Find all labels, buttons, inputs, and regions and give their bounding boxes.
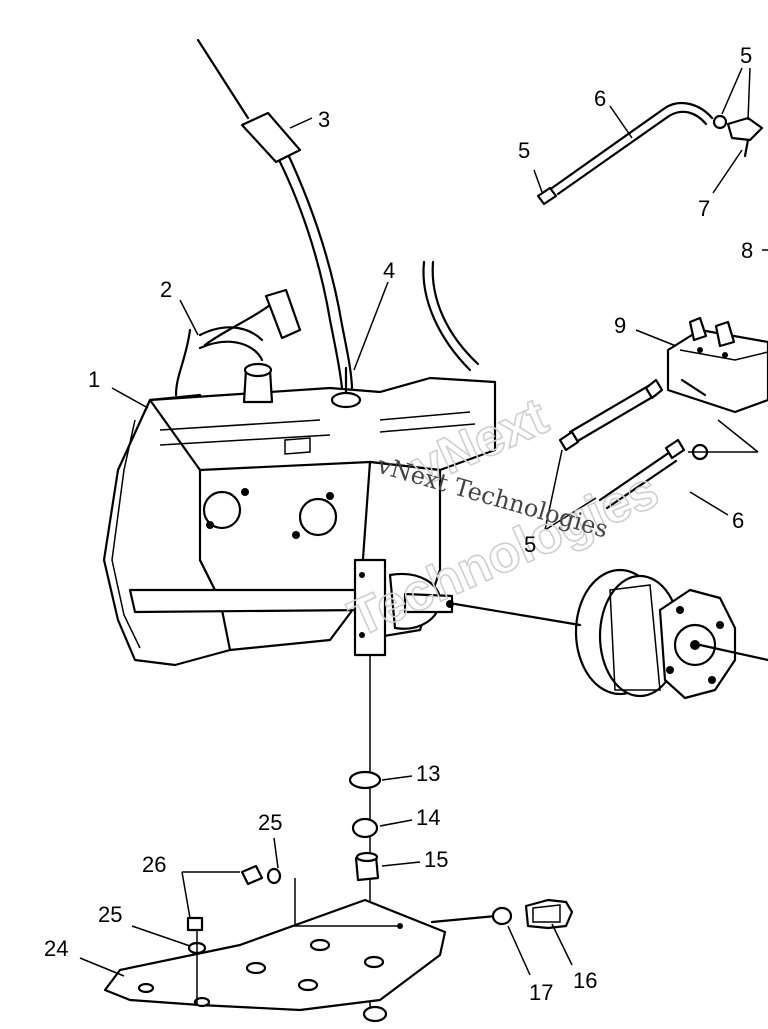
callout-6-top: 6 [594,86,606,111]
bolt-hardware [430,898,574,930]
callout-1: 1 [88,367,100,392]
callout-9: 9 [614,313,626,338]
callout-14: 14 [416,805,440,830]
callout-3: 3 [318,107,330,132]
callout-13: 13 [416,761,440,786]
callout-25-a: 25 [258,810,282,835]
drive-clutch [453,568,768,700]
callout-25-b: 25 [98,902,122,927]
callout-16: 16 [573,968,597,993]
callout-17: 17 [529,980,553,1005]
engine-assembly [102,362,497,667]
callout-2: 2 [160,277,172,302]
callout-4: 4 [383,258,395,283]
callout-24: 24 [44,936,68,961]
fuel-pump [666,316,768,414]
callout-5-mid: 5 [524,532,536,557]
mount-plate [103,864,447,1023]
spark-plug-wire [174,288,302,397]
callout-15: 15 [424,847,448,872]
callout-7: 7 [698,196,710,221]
fuel-line-assembly [536,101,764,206]
leader-lines [79,67,768,977]
callout-5-top-right: 5 [740,43,752,68]
callout-6-mid: 6 [732,508,744,533]
callout-26: 26 [142,852,166,877]
fuel-lines [558,378,709,510]
callout-5-left: 5 [518,138,530,163]
callout-8: 8 [741,238,753,263]
throttle-cable [196,38,354,392]
vent-hose [422,260,480,372]
callouts: 1 2 3 4 5 5 5 6 6 7 8 9 13 14 15 16 17 2… [44,43,753,1005]
